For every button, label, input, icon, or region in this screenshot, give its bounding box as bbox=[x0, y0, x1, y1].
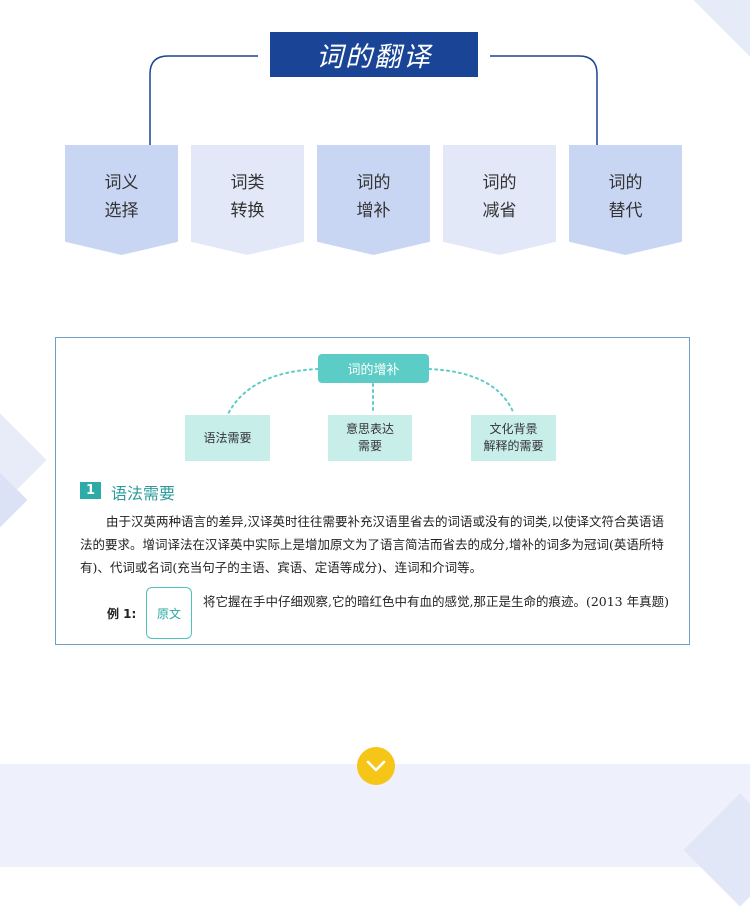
article-paragraph: 由于汉英两种语言的差异,汉译英时往往需要补充汉语里省去的词语或没有的词类,以使译… bbox=[80, 510, 670, 579]
diagram-node-label-line2: 需要 bbox=[357, 439, 382, 453]
diagram-node-culture: 文化背景 解释的需要 bbox=[471, 415, 556, 461]
tab-word-addition[interactable]: 词的 增补 bbox=[317, 145, 430, 255]
tab-part-of-speech-conversion[interactable]: 词类 转换 bbox=[191, 145, 304, 255]
tab-label-line1: 词的 bbox=[482, 173, 517, 193]
tab-label-line2: 转换 bbox=[230, 201, 265, 221]
diagram-node-meaning: 意思表达 需要 bbox=[328, 415, 412, 461]
diagram-node-grammar: 语法需要 bbox=[185, 415, 270, 461]
example-label: 例 1: bbox=[107, 607, 137, 621]
article-panel bbox=[55, 337, 690, 645]
tab-label-line2: 增补 bbox=[356, 201, 391, 221]
tab-word-meaning-selection[interactable]: 词义 选择 bbox=[65, 145, 178, 255]
tab-label-line1: 词类 bbox=[230, 173, 265, 193]
diagram-connector-lines bbox=[227, 368, 515, 415]
page-title: 词的翻译 bbox=[270, 32, 478, 77]
diagram-node-label-line1: 文化背景 bbox=[489, 422, 538, 436]
diagram-node-label-line2: 解释的需要 bbox=[483, 439, 544, 453]
paragraph-text: 由于汉英两种语言的差异,汉译英时往往需要补充汉语里省去的词语或没有的词类,以使译… bbox=[80, 514, 664, 575]
tab-label-line1: 词义 bbox=[104, 173, 139, 193]
tab-label-line1: 词的 bbox=[356, 173, 391, 193]
diagram-node-label: 语法需要 bbox=[203, 430, 252, 445]
tab-word-substitution[interactable]: 词的 替代 bbox=[569, 145, 682, 255]
tab-label-line2: 替代 bbox=[608, 201, 643, 221]
section-number-badge: 1 bbox=[80, 482, 101, 499]
scroll-down-button[interactable] bbox=[357, 747, 395, 785]
tab-label-line2: 选择 bbox=[104, 201, 139, 221]
example-tag: 原文 bbox=[146, 587, 192, 639]
tab-label-line1: 词的 bbox=[608, 173, 643, 193]
header-connector-lines bbox=[149, 55, 598, 145]
tab-label-line2: 减省 bbox=[482, 201, 517, 221]
diagram-node-label-line1: 意思表达 bbox=[345, 422, 394, 436]
tab-word-omission[interactable]: 词的 减省 bbox=[443, 145, 556, 255]
example-text: 将它握在手中仔细观察,它的暗红色中有血的感觉,那正是生命的痕迹。(2013 年真… bbox=[203, 594, 669, 609]
chevron-down-icon bbox=[366, 760, 386, 772]
section-title: 语法需要 bbox=[111, 484, 176, 503]
diagram-root-node: 词的增补 bbox=[318, 354, 429, 383]
